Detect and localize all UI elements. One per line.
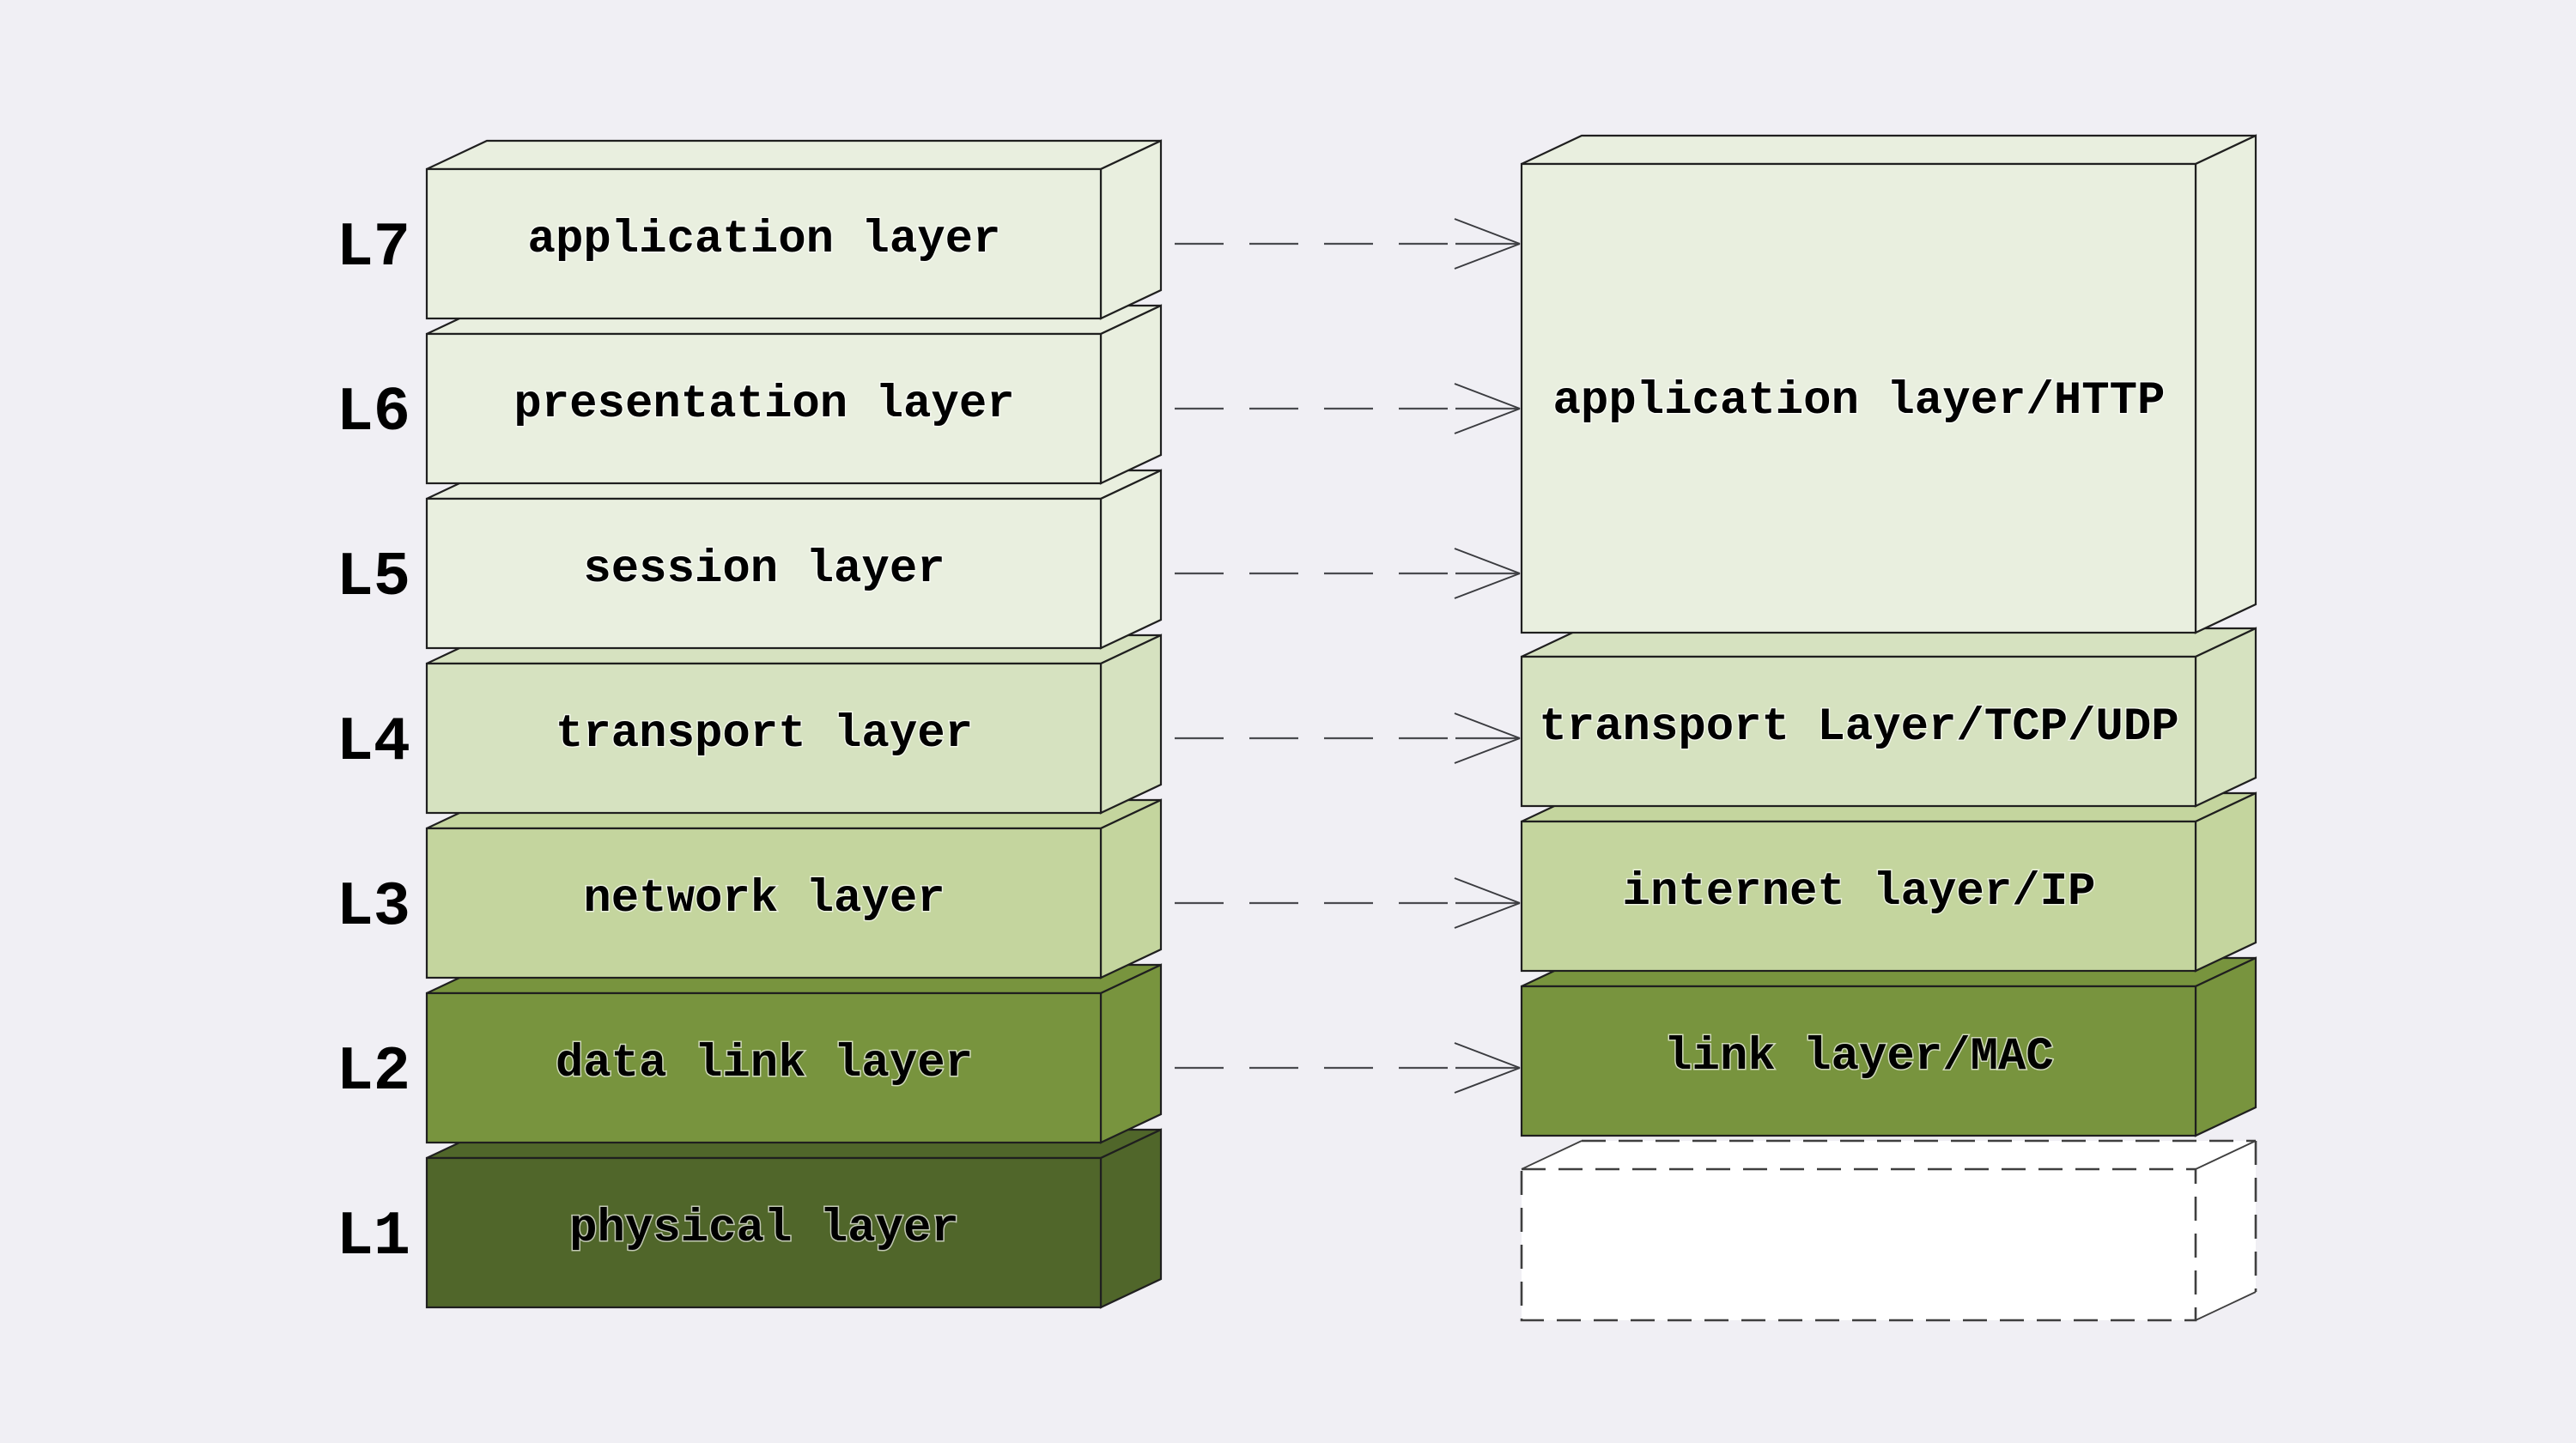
osi-layer-L4-front-face [425,662,1103,815]
osi-layer-L5-label: session layer [583,543,945,596]
osi-layer-L4-rank: L4 [337,707,410,778]
tcpip-unused-bottom-right-diagonal [2195,1291,2257,1321]
osi-layer-L6-side-face [1099,304,1163,485]
osi-layer-L1-label: physical layer [569,1203,959,1255]
arrow-L6-to-application [1175,383,1521,434]
osi-layer-L2-rank: L2 [337,1037,410,1107]
tcpip-stack: link layer/MAC internet layer/IP transpo… [1520,134,2257,1322]
osi-layer-L7-label: application layer [528,214,1001,266]
osi-layer-L1-rank: L1 [337,1202,410,1272]
tcpip-link-label: link layer/MAC [1664,1031,2054,1083]
arrow-L4-head-upper [1454,712,1521,739]
tcpip-layer-transport: transport Layer/TCP/UDP [1520,627,2257,808]
tcpip-unused-top-face [1522,1141,2256,1169]
arrow-L3-head-upper [1454,877,1521,904]
osi-layer-L6-rank: L6 [337,378,410,448]
arrow-L5-head-upper [1454,548,1521,574]
tcpip-layer-application: application layer/HTTP [1520,134,2257,634]
tcpip-layer-link: link layer/MAC [1520,956,2257,1137]
arrow-L2-head-upper [1454,1042,1521,1069]
osi-layer-L6-label: presentation layer [513,379,1014,431]
osi-layer-L4-side-face [1099,634,1163,815]
tcpip-application-front-face [1520,162,2197,634]
osi-layer-L7: application layer L7 [337,139,1163,320]
tcpip-unused-front-face [1522,1169,2196,1320]
arrow-L7-head-lower [1454,243,1521,270]
osi-layer-L1-side-face [1099,1128,1163,1309]
tcpip-unused-top-right-diagonal [2195,1140,2257,1170]
osi-layer-L5-side-face [1099,469,1163,650]
mapping-arrows [1175,218,1521,1094]
arrow-L5-head-lower [1454,573,1521,599]
osi-layer-L7-rank: L7 [337,213,410,283]
arrow-L4-to-transport [1175,712,1521,764]
tcpip-internet-side-face [2194,791,2257,973]
osi-layer-L2-front-face [425,991,1103,1144]
osi-layer-L7-front-face [425,167,1103,320]
tcpip-transport-label: transport Layer/TCP/UDP [1539,701,2178,754]
arrow-L3-to-internet [1175,877,1521,929]
osi-layer-L5: session layer L5 [337,469,1163,650]
tcpip-layer-unused-dashed [1520,1139,2257,1322]
tcpip-internet-front-face [1520,820,2197,973]
osi-layer-L6-front-face [425,332,1103,485]
osi-layer-L7-side-face [1099,139,1163,320]
tcpip-application-top-face [1521,134,2257,166]
arrow-L3-head-lower [1454,902,1521,929]
arrow-L2-to-link [1175,1042,1521,1094]
osi-layer-L5-front-face [425,497,1103,650]
tcpip-unused-top-left-diagonal [1521,1140,1583,1170]
osi-layer-L2: data link layer L2 [337,963,1163,1144]
osi-layer-L1: physical layer L1 [337,1128,1163,1309]
tcpip-layer-internet: internet layer/IP [1520,791,2257,973]
tcpip-application-label: application layer/HTTP [1553,375,2166,427]
tcpip-unused-side-face [2196,1141,2256,1320]
osi-layer-L2-label: data link layer [556,1038,973,1090]
arrow-L2-head-lower [1454,1067,1521,1094]
osi-layer-L4: transport layer L4 [337,634,1163,815]
osi-layer-L3-front-face [425,827,1103,979]
osi-layer-L3: network layer L3 [337,798,1163,979]
osi-layer-L3-rank: L3 [337,872,410,943]
arrow-L7-to-application [1175,218,1521,270]
osi-layer-L2-side-face [1099,963,1163,1144]
osi-layer-L1-front-face [425,1156,1103,1309]
arrow-L6-head-lower [1454,408,1521,434]
osi-layer-L5-rank: L5 [337,543,410,613]
tcpip-transport-side-face [2194,627,2257,808]
osi-layer-L3-label: network layer [583,873,945,925]
tcpip-application-side-face [2194,134,2257,634]
tcpip-unused-front-border [1520,1167,2197,1322]
tcpip-transport-front-face [1520,655,2197,808]
osi-layer-L3-side-face [1099,798,1163,979]
tcpip-link-front-face [1520,985,2197,1137]
tcpip-internet-label: internet layer/IP [1623,866,2096,919]
osi-layer-L7-top-face [426,139,1162,171]
osi-stack: physical layer L1 data link layer L2 net… [337,139,1163,1309]
arrow-L5-to-application [1175,548,1521,599]
tcpip-link-side-face [2194,956,2257,1137]
arrow-L6-head-upper [1454,383,1521,409]
arrow-L4-head-lower [1454,737,1521,764]
arrow-L7-head-upper [1454,218,1521,245]
osi-layer-L4-label: transport layer [556,708,973,761]
osi-layer-L6: presentation layer L6 [337,304,1163,485]
